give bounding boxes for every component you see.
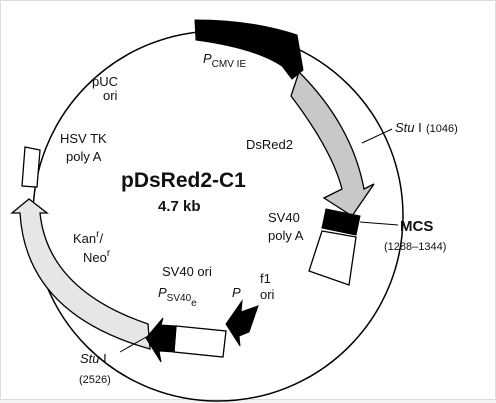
sv40ori-label: SV40 ori bbox=[162, 264, 212, 279]
mcs-label: MCS bbox=[400, 218, 433, 235]
pcmv-label: PCMV IE bbox=[203, 51, 246, 70]
stu2-position: (2526) bbox=[79, 374, 111, 386]
hsv-label-line2: poly A bbox=[66, 149, 102, 164]
sv40-ori-box bbox=[173, 325, 227, 358]
kan-neo-arrow bbox=[10, 198, 151, 350]
puc-label-line1: pUC bbox=[92, 74, 118, 89]
mcs-band bbox=[321, 208, 361, 236]
f1-label-line2: ori bbox=[260, 287, 275, 302]
stu2-label: Stu I bbox=[80, 351, 107, 366]
stu1-position: (1046) bbox=[426, 123, 458, 135]
sv40pa-label-line1: SV40 bbox=[268, 210, 300, 225]
hsv-tk-polya-box bbox=[21, 146, 41, 188]
pcmv-promoter-arrow bbox=[194, 19, 304, 80]
neo-label: Neor bbox=[83, 248, 111, 265]
dsred2-label: DsRed2 bbox=[246, 137, 293, 152]
dsred2-arrow bbox=[290, 70, 375, 217]
mcs-leader-line bbox=[359, 221, 399, 226]
f1-label-line1: f1 bbox=[260, 271, 271, 286]
psv40-label: PSV40e bbox=[158, 285, 197, 309]
stu1-leader-line bbox=[361, 128, 393, 144]
plasmid-name: pDsRed2-C1 bbox=[121, 169, 246, 192]
hsv-label-line1: HSV TK bbox=[60, 131, 107, 146]
p-promoter-arrow bbox=[225, 299, 259, 347]
stu2-leader-line bbox=[119, 335, 149, 353]
mcs-range: (1288–1344) bbox=[384, 241, 446, 253]
sv40-polya-box bbox=[308, 230, 357, 286]
psv40-promoter-arrow bbox=[145, 317, 177, 363]
plasmid-size: 4.7 kb bbox=[158, 198, 201, 215]
sv40pa-label-line2: poly A bbox=[268, 228, 304, 243]
p-label: P bbox=[232, 285, 241, 300]
stu1-label: Stu I bbox=[395, 120, 422, 135]
kan-label: Kanr/ bbox=[73, 229, 103, 246]
puc-label-line2: ori bbox=[103, 88, 118, 103]
